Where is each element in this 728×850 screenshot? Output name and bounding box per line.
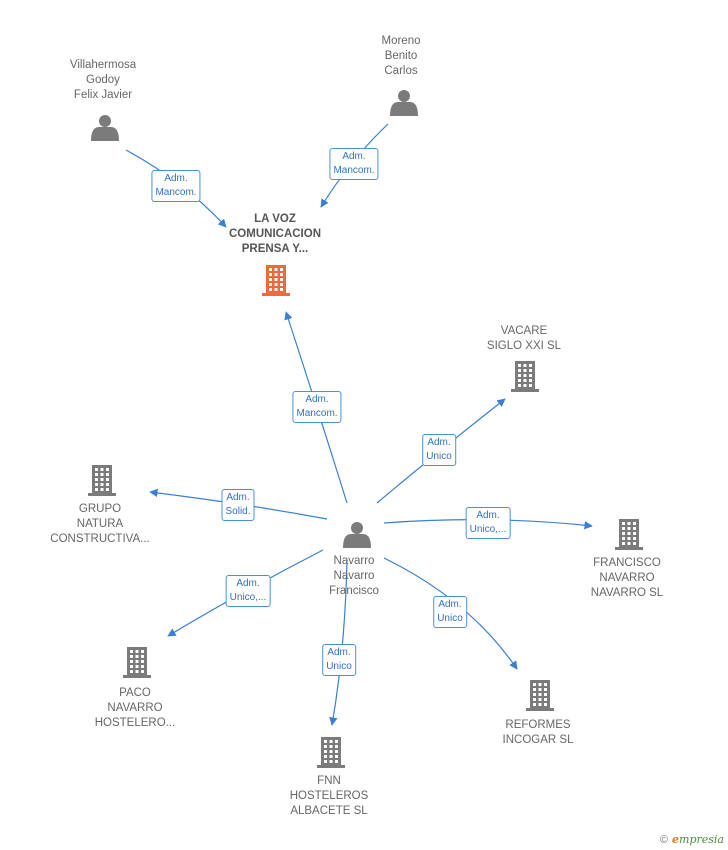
- node-label-lavoz[interactable]: LA VOZ COMUNICACION PRENSA Y...: [229, 213, 321, 255]
- building-icon[interactable]: [317, 737, 345, 768]
- node-label-fnn[interactable]: FNN HOSTELEROS ALBACETE SL: [289, 775, 369, 817]
- building-icon[interactable]: [262, 265, 290, 296]
- node-label-moreno[interactable]: Moreno Benito Carlos: [381, 35, 421, 77]
- node-label-navarro[interactable]: Navarro Navarro Francisco: [329, 555, 379, 597]
- node-label-grupo[interactable]: GRUPO NATURA CONSTRUCTIVA...: [50, 503, 150, 545]
- building-icon[interactable]: [88, 465, 116, 496]
- building-icon[interactable]: [526, 680, 554, 711]
- person-icon[interactable]: [343, 522, 371, 548]
- edge-label-navarro-vacare[interactable]: Adm. Unico: [422, 434, 456, 466]
- person-icon[interactable]: [390, 90, 418, 116]
- brand-logo: empresia: [672, 833, 724, 846]
- edge-label-navarro-francisco[interactable]: Adm. Unico,...: [465, 507, 511, 539]
- edge-label-navarro-grupo[interactable]: Adm. Solid.: [221, 489, 255, 521]
- edge-label-moreno-lavoz[interactable]: Adm. Mancom.: [329, 148, 379, 180]
- person-icon[interactable]: [91, 115, 119, 141]
- node-label-paco[interactable]: PACO NAVARRO HOSTELERO...: [94, 687, 176, 729]
- edge-label-navarro-lavoz[interactable]: Adm. Mancom.: [292, 391, 342, 423]
- node-label-vacare[interactable]: VACARE SIGLO XXI SL: [486, 325, 562, 352]
- edge-label-villahermosa-lavoz[interactable]: Adm. Mancom.: [151, 170, 201, 202]
- building-icon[interactable]: [123, 647, 151, 678]
- footer-brand: © empresia: [660, 833, 724, 846]
- building-icon[interactable]: [511, 361, 539, 392]
- node-label-francisco[interactable]: FRANCISCO NAVARRO NAVARRO SL: [590, 557, 664, 599]
- edge-label-navarro-fnn[interactable]: Adm. Unico: [322, 644, 356, 676]
- node-label-reformes[interactable]: REFORMES INCOGAR SL: [502, 719, 574, 746]
- node-label-villahermosa[interactable]: Villahermosa Godoy Felix Javier: [69, 59, 137, 101]
- building-icon[interactable]: [615, 519, 643, 550]
- copyright-icon: ©: [659, 833, 669, 846]
- edge-label-navarro-paco[interactable]: Adm. Unico,...: [225, 575, 271, 607]
- edge-label-navarro-reformes[interactable]: Adm. Unico: [433, 596, 467, 628]
